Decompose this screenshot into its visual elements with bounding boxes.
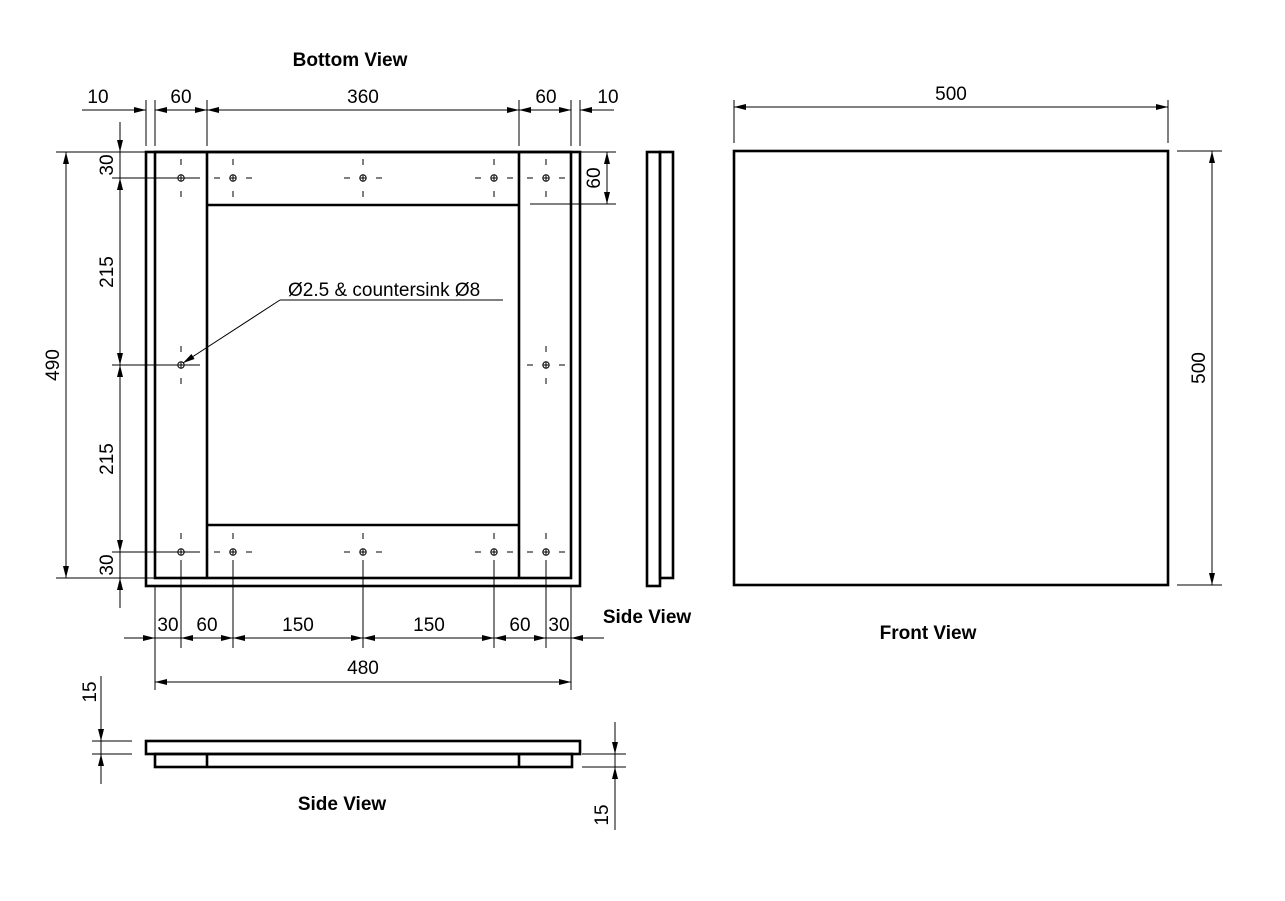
dim-left-215-bottom: 215 <box>97 443 118 475</box>
front-plate <box>732 149 1170 587</box>
dim-bottom-150-right: 150 <box>413 615 445 636</box>
dim-left-490: 490 <box>43 349 64 381</box>
dim-side-15-bottom: 15 <box>592 804 613 825</box>
dim-bottom-480: 480 <box>347 658 379 679</box>
dim-front-500-width: 500 <box>935 84 967 105</box>
left-dimensions: 30 215 215 30 490 <box>43 122 200 608</box>
dim-top-60-left: 60 <box>170 87 191 108</box>
dim-bottom-60-left: 60 <box>196 615 217 636</box>
dim-top-360: 360 <box>347 87 379 108</box>
front-view-title: Front View <box>880 623 977 644</box>
right-rail-dimension: 60 <box>530 151 616 205</box>
top-dimensions: 10 60 360 60 10 <box>82 87 619 146</box>
screw-holes <box>161 158 566 572</box>
dim-top-60-right: 60 <box>535 87 556 108</box>
dim-top-10-right: 10 <box>597 87 618 108</box>
side-view-right-title: Side View <box>603 607 692 628</box>
side-view-bottom-title: Side View <box>298 794 387 815</box>
dim-bottom-150-left: 150 <box>282 615 314 636</box>
dim-left-30-bottom: 30 <box>97 554 118 575</box>
frame-outline <box>153 150 573 580</box>
side-view-bottom: 15 15 Side View <box>80 676 626 830</box>
front-view: 500 500 Front View <box>732 84 1222 644</box>
side-view-right: Side View <box>603 150 692 628</box>
plate-outline <box>144 150 582 588</box>
dim-right-60: 60 <box>584 167 605 188</box>
bottom-view-title: Bottom View <box>293 50 408 71</box>
dim-top-10-left: 10 <box>87 87 108 108</box>
dim-bottom-60-right: 60 <box>509 615 530 636</box>
bottom-dimensions: 30 60 150 150 60 30 480 <box>124 560 604 690</box>
dim-front-500-height: 500 <box>1189 352 1210 384</box>
hole-callout-text: Ø2.5 & countersink Ø8 <box>288 280 480 301</box>
hole-callout: Ø2.5 & countersink Ø8 <box>182 280 503 364</box>
dim-side-15-top: 15 <box>80 681 101 702</box>
dim-bottom-30-right: 30 <box>548 615 569 636</box>
bottom-view: Bottom View Ø2.5 & <box>43 50 619 690</box>
dim-left-215-top: 215 <box>97 256 118 288</box>
dim-bottom-30-left: 30 <box>157 615 178 636</box>
dim-left-30-top: 30 <box>97 154 118 175</box>
